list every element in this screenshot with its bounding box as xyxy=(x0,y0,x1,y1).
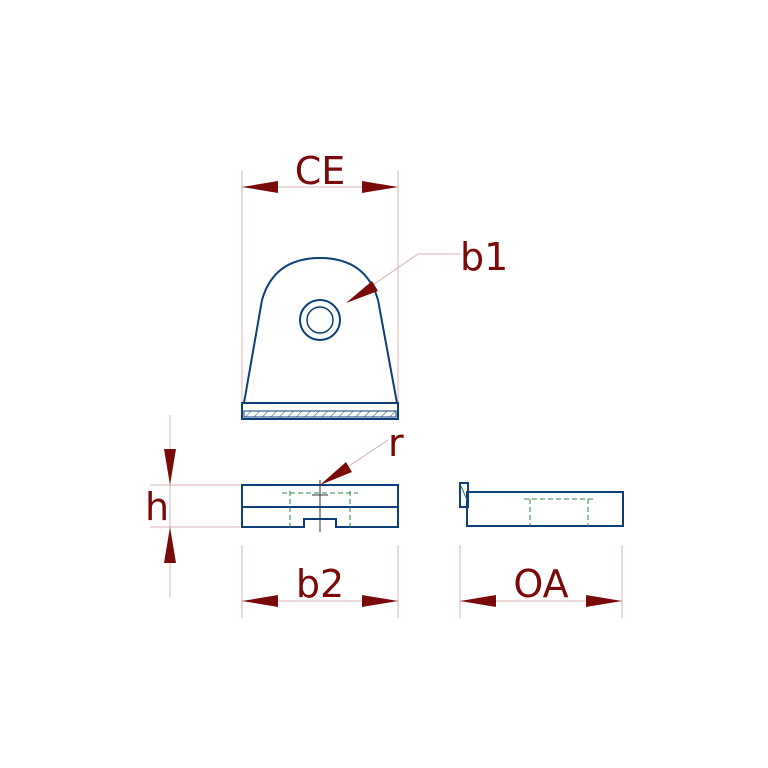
b2-arrow-right xyxy=(362,595,398,607)
lug-hole-inner xyxy=(306,306,334,334)
h-label: h xyxy=(145,485,169,529)
section-view: r h b2 xyxy=(145,415,404,618)
b2-label: b2 xyxy=(296,562,344,606)
front-view: CE b1 xyxy=(241,149,508,420)
right-view-tab xyxy=(459,482,469,508)
oa-arrow-right xyxy=(586,595,622,607)
b1-label: b1 xyxy=(460,235,508,279)
b1-arrow xyxy=(346,281,378,303)
r-label: r xyxy=(388,421,404,465)
b2-arrow-left xyxy=(242,595,278,607)
oa-label: OA xyxy=(513,562,568,606)
oa-arrow-left xyxy=(460,595,496,607)
right-view: OA xyxy=(459,482,624,618)
base-plate xyxy=(241,402,399,420)
right-view-body xyxy=(466,491,624,527)
ce-label: CE xyxy=(295,149,346,193)
base-plate-section xyxy=(243,410,397,418)
lug-hole-outer xyxy=(299,299,341,341)
right-view-tab-hatch xyxy=(460,485,468,501)
ce-arrow-left xyxy=(242,181,278,193)
section-body xyxy=(241,506,399,528)
r-arrow xyxy=(320,462,352,485)
lug-outline xyxy=(243,256,398,404)
h-arrow-top xyxy=(164,449,176,485)
h-arrow-bottom xyxy=(164,527,176,563)
ce-arrow-right xyxy=(362,181,398,193)
